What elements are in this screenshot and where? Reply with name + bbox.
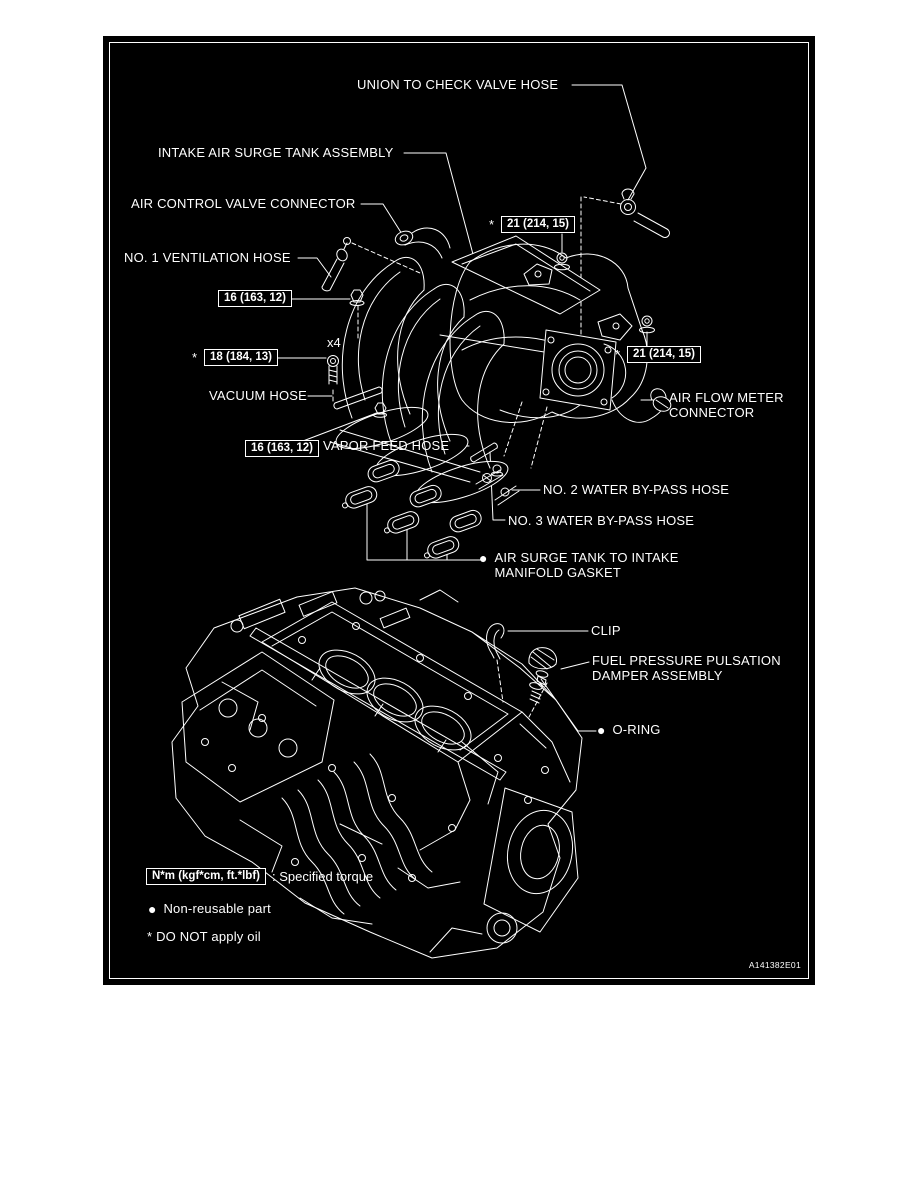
label-o-ring: ● O-RING <box>597 722 661 738</box>
vacuum-hose-art <box>334 387 382 409</box>
label-union-to-check-valve-hose: UNION TO CHECK VALVE HOSE <box>357 77 559 92</box>
legend-torque: N*m (kgf*cm, ft.*lbf) : Specified torque <box>146 868 373 885</box>
torque-spec-union-bolt: * 21 (214, 15) <box>489 216 576 233</box>
non-reusable-bullet: ● <box>597 722 606 738</box>
air-flow-meter-connector-art <box>612 389 673 423</box>
torque-value-box: 18 (184, 13) <box>204 349 279 366</box>
engine-block-art <box>172 588 582 958</box>
label-air-surge-tank-gasket: ● AIR SURGE TANK TO INTAKE MANIFOLD GASK… <box>479 550 679 580</box>
do-not-oil-asterisk: * <box>192 350 198 365</box>
label-air-surge-tank-gasket-text: AIR SURGE TANK TO INTAKE MANIFOLD GASKET <box>494 550 679 580</box>
torque-value-box: 16 (163, 12) <box>245 440 320 457</box>
bypass-hose-art <box>476 470 519 505</box>
torque-spec-mount-bolts: * 18 (184, 13) <box>192 349 279 366</box>
vapor-hose-art <box>471 443 498 462</box>
non-reusable-bullet: ● <box>479 550 488 566</box>
do-not-oil-asterisk: * <box>489 217 495 232</box>
clip-art <box>487 624 504 659</box>
torque-spec-throttle-bolt: * 21 (214, 15) <box>615 346 702 363</box>
label-no1-ventilation-hose: NO. 1 VENTILATION HOSE <box>124 250 291 265</box>
label-air-flow-meter-connector: AIR FLOW METER CONNECTOR <box>669 390 784 420</box>
torque-unit-box: N*m (kgf*cm, ft.*lbf) <box>146 868 266 885</box>
label-vacuum-hose: VACUUM HOSE <box>209 388 308 403</box>
label-fuel-pressure-pulsation-damper: FUEL PRESSURE PULSATION DAMPER ASSEMBLY <box>592 653 781 683</box>
label-o-ring-text: O-RING <box>612 722 661 737</box>
damper-art <box>529 648 557 685</box>
bolt-quantity-label: x4 <box>327 335 341 350</box>
label-air-control-valve-connector: AIR CONTROL VALVE CONNECTOR <box>131 196 356 211</box>
label-vapor-feed-hose: VAPOR FEED HOSE <box>323 438 450 453</box>
torque-value-box: 21 (214, 15) <box>627 346 702 363</box>
label-no3-water-bypass-hose: NO. 3 WATER BY-PASS HOSE <box>508 513 695 528</box>
non-reusable-bullet: ● <box>148 901 157 917</box>
do-not-oil-asterisk: * <box>615 347 621 362</box>
torque-value-box: 21 (214, 15) <box>501 216 576 233</box>
torque-value-box: 16 (163, 12) <box>218 290 293 307</box>
label-intake-air-surge-tank-assembly: INTAKE AIR SURGE TANK ASSEMBLY <box>158 145 394 160</box>
drawing-code: A141382E01 <box>748 960 801 970</box>
legend-torque-note: : Specified torque <box>271 869 374 884</box>
dashed-lines <box>333 197 621 717</box>
label-clip: CLIP <box>591 623 621 638</box>
ventilation-hose-art <box>322 238 351 291</box>
legend-non-reusable: ● Non-reusable part <box>148 901 271 917</box>
diagram-inner-border <box>109 42 809 979</box>
label-no2-water-bypass-hose: NO. 2 WATER BY-PASS HOSE <box>543 482 730 497</box>
acv-connector-art <box>393 228 450 258</box>
bracket-art <box>524 264 632 340</box>
union-fitting-art <box>621 189 670 237</box>
throttle-body-art <box>540 330 626 410</box>
legend-non-reusable-text: Non-reusable part <box>163 901 271 916</box>
gaskets-art <box>333 458 489 562</box>
legend-do-not-apply-oil: * DO NOT apply oil <box>147 929 261 944</box>
diagram-frame <box>103 36 815 985</box>
